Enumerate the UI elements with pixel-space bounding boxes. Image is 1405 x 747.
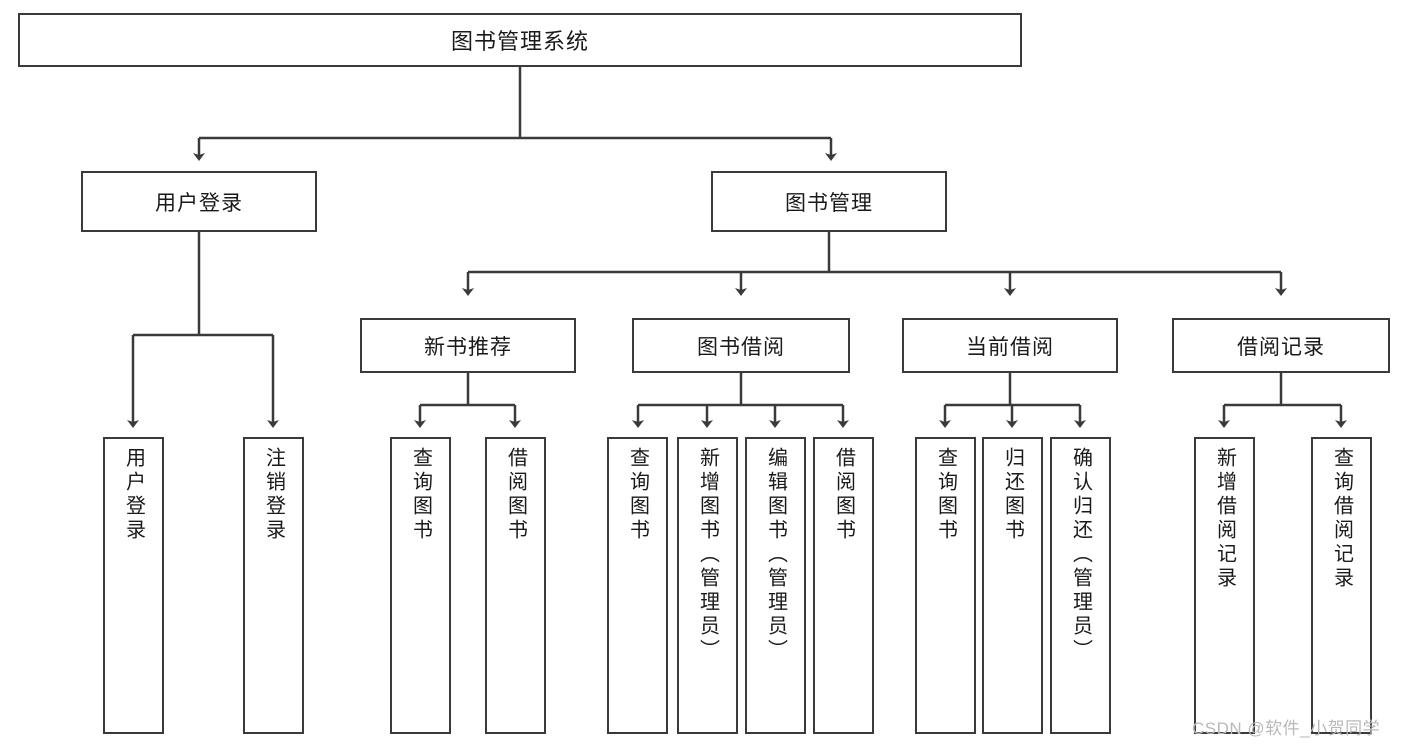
- csdn-watermark: CSDN @软件_小贺同学: [1192, 719, 1381, 738]
- node-book-borrow-label: 图书借阅: [697, 335, 785, 359]
- node-borrow-record[interactable]: 借阅记录: [1172, 318, 1390, 373]
- leaf-borrow-book-2[interactable]: 借阅图书: [813, 437, 874, 734]
- leaf-confirm-return[interactable]: 确认归还（管理员）: [1050, 437, 1111, 734]
- node-root-label: 图书管理系统: [450, 29, 589, 54]
- leaf-borrow-book-1[interactable]: 借阅图书: [485, 437, 546, 734]
- leaf-query-borrow-record-label: 查询借阅记录: [1330, 447, 1353, 591]
- leaf-add-borrow-record[interactable]: 新增借阅记录: [1194, 437, 1255, 734]
- node-borrow-record-label: 借阅记录: [1237, 335, 1325, 359]
- leaf-query-book-2-label: 查询图书: [626, 447, 649, 543]
- leaf-return-book[interactable]: 归还图书: [982, 437, 1043, 734]
- node-book-borrow[interactable]: 图书借阅: [632, 318, 850, 373]
- leaf-add-book[interactable]: 新增图书（管理员）: [677, 437, 738, 734]
- leaf-return-book-label: 归还图书: [1001, 447, 1024, 543]
- leaf-borrow-book-2-label: 借阅图书: [832, 447, 855, 543]
- leaf-edit-book-label: 编辑图书（管理员）: [764, 447, 787, 663]
- node-current-borrow-label: 当前借阅: [966, 335, 1054, 359]
- node-book-management[interactable]: 图书管理: [711, 171, 947, 232]
- leaf-edit-book[interactable]: 编辑图书（管理员）: [745, 437, 806, 734]
- leaf-query-book-1[interactable]: 查询图书: [390, 437, 451, 734]
- leaf-user-login-label: 用户登录: [122, 447, 145, 543]
- leaf-query-book-3[interactable]: 查询图书: [915, 437, 976, 734]
- leaf-query-book-2[interactable]: 查询图书: [607, 437, 668, 734]
- leaf-user-login[interactable]: 用户登录: [103, 437, 164, 734]
- leaf-query-book-3-label: 查询图书: [934, 447, 957, 543]
- leaf-logout-login-label: 注销登录: [262, 447, 285, 543]
- leaf-borrow-book-1-label: 借阅图书: [504, 447, 527, 543]
- leaf-logout-login[interactable]: 注销登录: [243, 437, 304, 734]
- leaf-query-book-1-label: 查询图书: [409, 447, 432, 543]
- node-new-book-recommend-label: 新书推荐: [424, 335, 512, 359]
- node-new-book-recommend[interactable]: 新书推荐: [360, 318, 576, 373]
- node-user-login[interactable]: 用户登录: [81, 171, 317, 232]
- leaf-confirm-return-label: 确认归还（管理员）: [1069, 447, 1092, 663]
- node-book-management-label: 图书管理: [785, 191, 873, 215]
- node-user-login-label: 用户登录: [155, 191, 243, 215]
- leaf-add-book-label: 新增图书（管理员）: [696, 447, 719, 663]
- leaf-query-borrow-record[interactable]: 查询借阅记录: [1311, 437, 1372, 734]
- node-current-borrow[interactable]: 当前借阅: [902, 318, 1118, 373]
- leaf-add-borrow-record-label: 新增借阅记录: [1213, 447, 1236, 591]
- node-root-system[interactable]: 图书管理系统: [18, 13, 1022, 67]
